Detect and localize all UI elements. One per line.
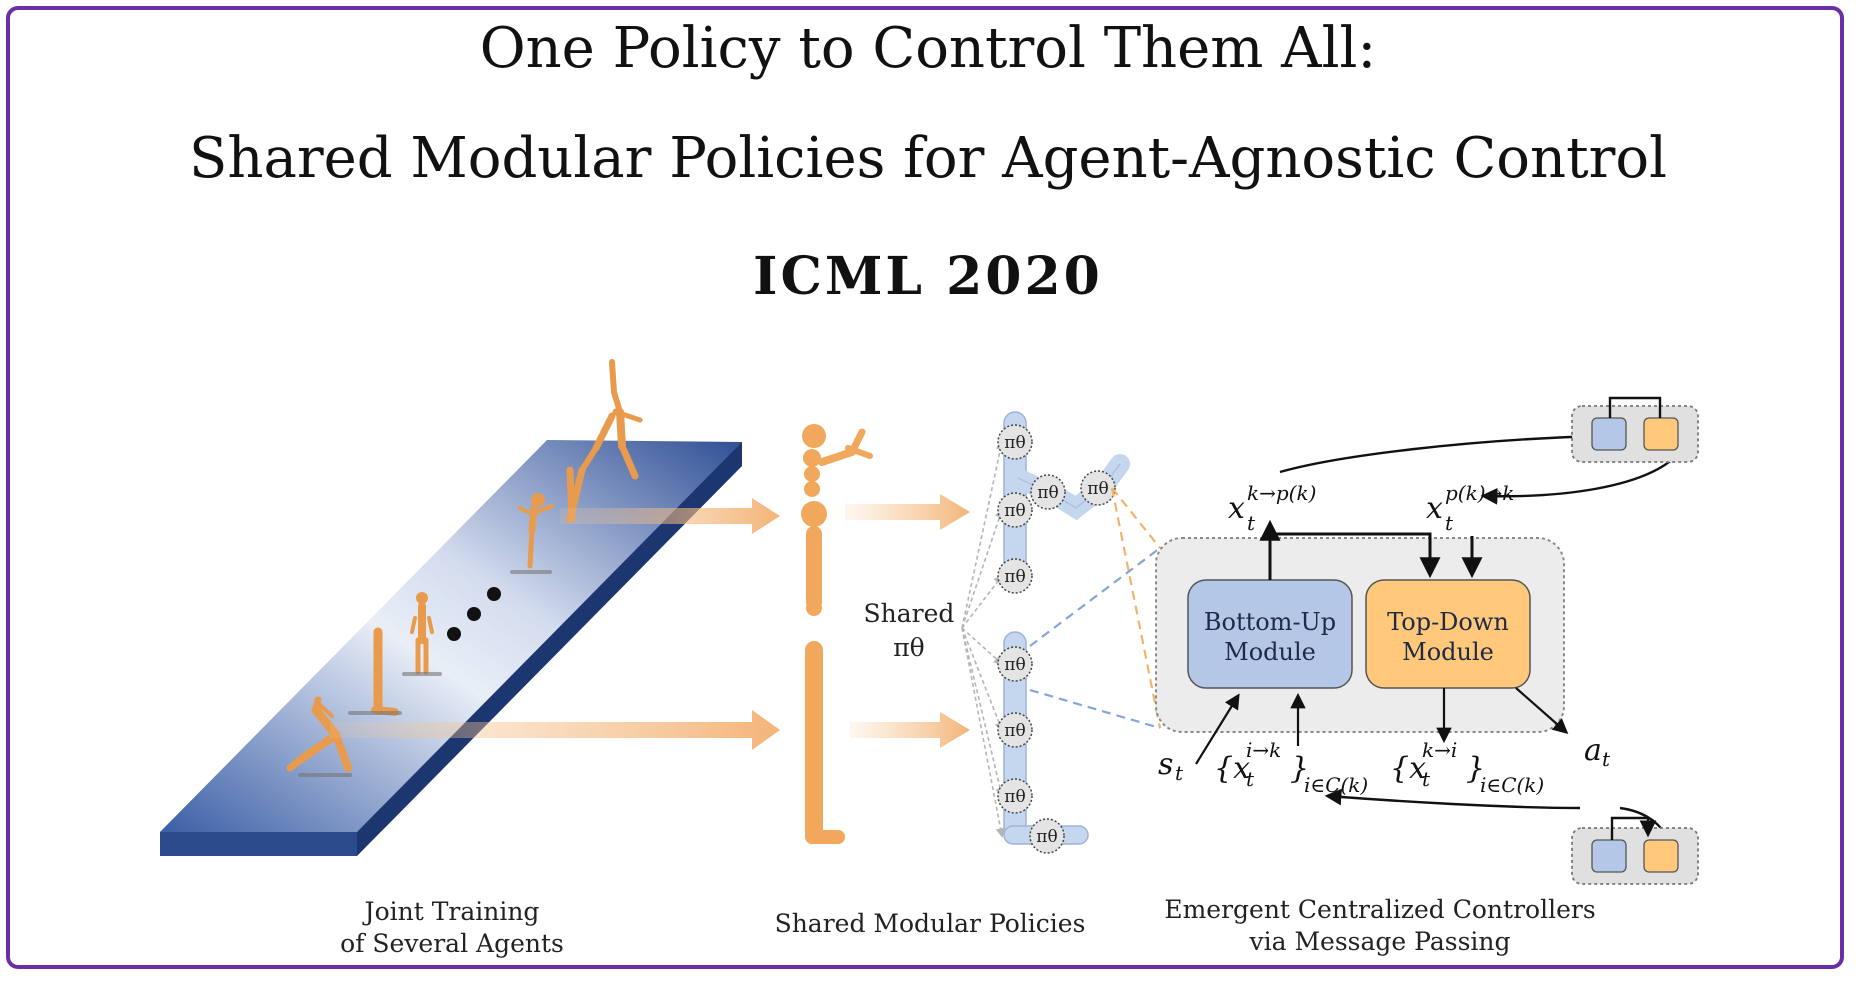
svg-text:i→k: i→k — [1246, 738, 1281, 762]
label-downward-message: x p(k)→k t — [1426, 481, 1514, 535]
humanoid-agent-small — [402, 592, 442, 676]
hopper-agent-large — [805, 641, 845, 844]
svg-text:πθ: πθ — [1087, 479, 1108, 499]
child-node-box — [1571, 816, 1699, 885]
svg-text:}: } — [1290, 751, 1309, 786]
svg-text:{x: {x — [1214, 751, 1250, 786]
svg-text:t: t — [1445, 511, 1454, 535]
policy-node: πθ — [997, 492, 1033, 528]
venue-label: ICML 2020 — [753, 246, 1103, 307]
shared-policy-arrows — [961, 440, 1006, 838]
svg-text:t: t — [1602, 747, 1611, 771]
svg-text:πθ: πθ — [1004, 655, 1025, 675]
svg-text:p(k)→k: p(k)→k — [1445, 481, 1514, 505]
title-line-2: Shared Modular Policies for Agent-Agnost… — [189, 126, 1667, 191]
beam-middle-upper — [845, 494, 970, 530]
policy-node: πθ — [1029, 818, 1065, 854]
svg-text:πθ: πθ — [1037, 483, 1058, 503]
policy-node: πθ — [997, 424, 1033, 460]
label-outgoing-messages: {x k→i t } i∈C(k) — [1390, 738, 1544, 797]
label-upward-message: x k→p(k) t — [1228, 481, 1316, 535]
policy-nodes: πθ πθ πθ πθ πθ πθ πθ πθ — [997, 424, 1116, 854]
policy-node: πθ — [997, 558, 1033, 594]
controller-arrows — [1195, 519, 1569, 765]
svg-text:πθ: πθ — [1004, 721, 1025, 741]
beam-upper — [560, 498, 780, 534]
zoom-lines — [1029, 487, 1162, 730]
bottom-up-label-line1: Bottom-Up — [1204, 608, 1336, 636]
svg-text:t: t — [1175, 761, 1184, 785]
caption-joint-training-line1: Joint Training — [362, 897, 540, 926]
policy-node: πθ — [1030, 474, 1066, 510]
humanoid-agent-medium — [510, 493, 554, 574]
svg-text:πθ: πθ — [1004, 433, 1025, 453]
svg-text:t: t — [1422, 767, 1431, 791]
shared-label-line1: Shared — [864, 599, 955, 628]
policy-node: πθ — [1080, 470, 1116, 506]
svg-text:k→p(k): k→p(k) — [1247, 481, 1316, 505]
svg-text:πθ: πθ — [1036, 827, 1057, 847]
policy-node: πθ — [997, 712, 1033, 748]
svg-text:t: t — [1247, 511, 1256, 535]
svg-text:s: s — [1158, 747, 1173, 782]
bottom-up-module: Bottom-Up Module — [1187, 579, 1353, 689]
caption-emergent-line2: via Message Passing — [1248, 927, 1510, 956]
title-line-1: One Policy to Control Them All: — [479, 16, 1377, 81]
ellipsis-dots — [447, 587, 501, 641]
label-state: s t — [1158, 747, 1184, 785]
humanoid-agent-large — [801, 424, 873, 616]
caption-joint-training-line2: of Several Agents — [340, 929, 564, 958]
label-action: a t — [1584, 733, 1611, 771]
shared-label-line2: πθ — [893, 633, 924, 662]
svg-text:i∈C(k): i∈C(k) — [1304, 773, 1368, 797]
caption-emergent-line1: Emergent Centralized Controllers — [1164, 895, 1595, 924]
top-down-label-line1: Top-Down — [1387, 608, 1509, 636]
hopper-agent — [348, 627, 402, 716]
walker-agent-small — [286, 696, 352, 777]
policy-node: πθ — [997, 778, 1033, 814]
beam-lower — [330, 710, 780, 750]
beam-middle-lower — [850, 712, 970, 748]
svg-text:i∈C(k): i∈C(k) — [1480, 773, 1544, 797]
label-incoming-messages: {x i→k t } i∈C(k) — [1214, 738, 1368, 797]
svg-text:πθ: πθ — [1004, 567, 1025, 587]
svg-text:x: x — [1228, 491, 1245, 526]
svg-text:k→i: k→i — [1422, 738, 1457, 762]
caption-shared-modular-policies: Shared Modular Policies — [775, 909, 1086, 938]
svg-text:x: x — [1426, 491, 1443, 526]
svg-text:πθ: πθ — [1004, 501, 1025, 521]
policy-node: πθ — [997, 646, 1033, 682]
top-down-label-line2: Module — [1402, 638, 1494, 666]
svg-text:t: t — [1246, 767, 1255, 791]
bottom-up-label-line2: Module — [1224, 638, 1316, 666]
svg-text:{x: {x — [1390, 751, 1426, 786]
svg-text:}: } — [1466, 751, 1485, 786]
training-platform — [160, 440, 742, 856]
top-down-module: Top-Down Module — [1365, 579, 1531, 689]
parent-node-box — [1571, 396, 1699, 463]
svg-text:a: a — [1584, 733, 1602, 768]
svg-text:πθ: πθ — [1004, 787, 1025, 807]
